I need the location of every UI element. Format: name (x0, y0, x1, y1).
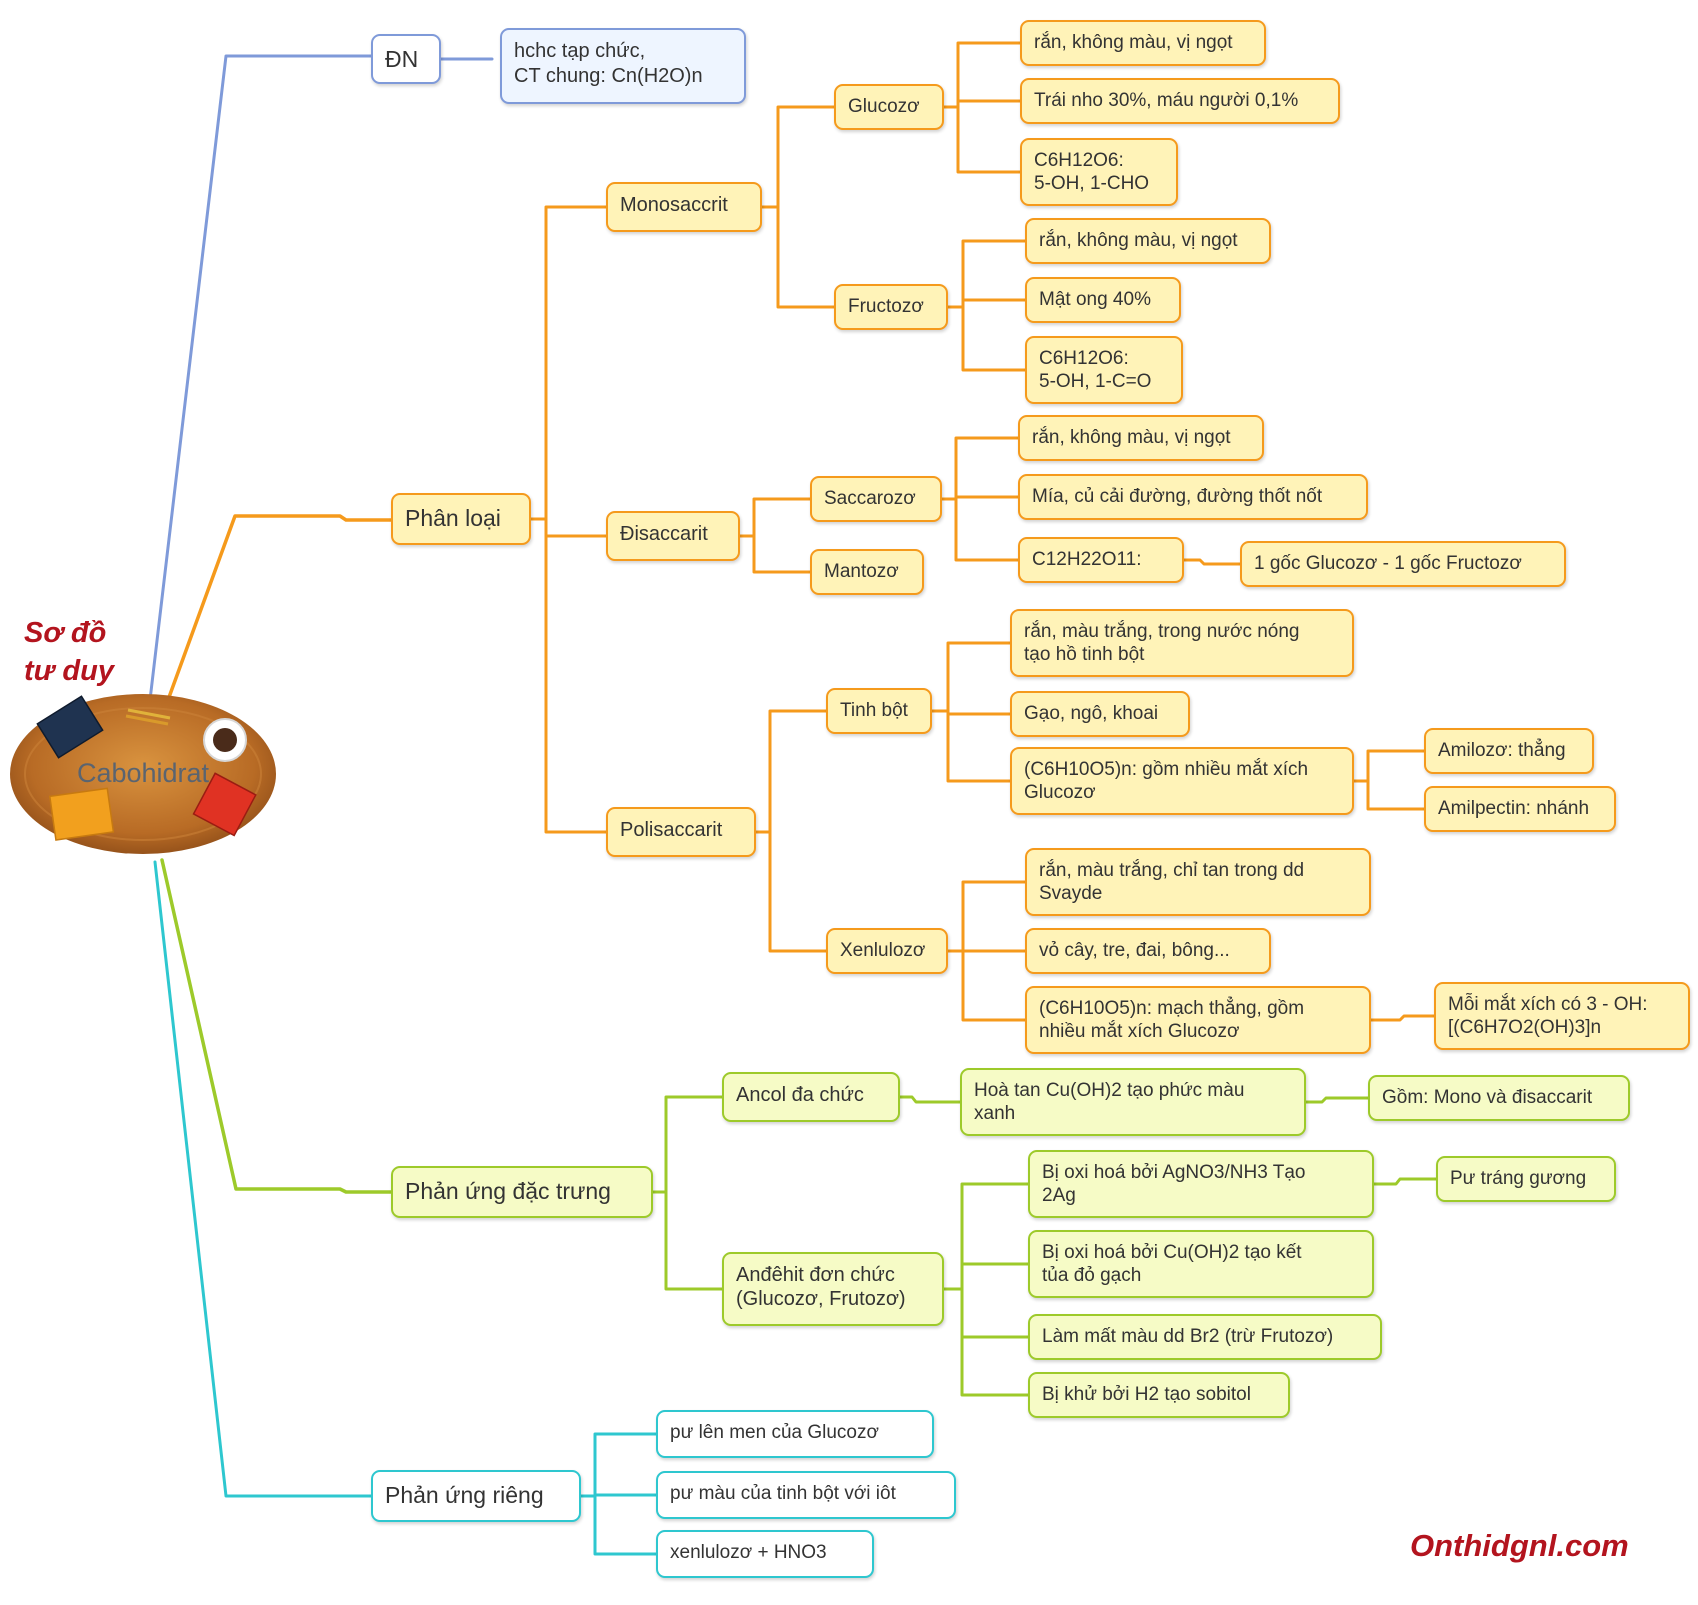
amilpectin-node[interactable]: Amilpectin: nhánh (1424, 786, 1616, 832)
tinh-bot-prop-physical[interactable]: rắn, màu trắng, trong nước nóng tạo hồ t… (1010, 609, 1354, 677)
link-gluc-0 (942, 41, 1022, 109)
glucozo-prop-source[interactable]: Trái nho 30%, máu người 0,1% (1020, 78, 1340, 124)
pencils-icon (125, 708, 171, 726)
monosaccrit-node[interactable]: Monosaccrit (606, 182, 762, 232)
book-icon-navy (36, 695, 104, 759)
saccarozo-formula-detail[interactable]: 1 gốc Glucozơ - 1 gốc Fructozơ (1240, 541, 1566, 587)
glucozo-node[interactable]: Glucozơ (834, 84, 944, 130)
link-definition (148, 54, 373, 702)
disaccarit-node[interactable]: Đisaccarit (606, 511, 740, 561)
coffee-cup-icon (203, 718, 247, 762)
tinh-bot-prop-formula[interactable]: (C6H10O5)n: gồm nhiều mắt xích Glucozơ (1010, 747, 1354, 815)
link-xenlu-2 (946, 949, 1027, 1022)
andehit-node[interactable]: Anđêhit đơn chức (Glucozơ, Frutozơ) (722, 1252, 944, 1326)
link-ancol-desc (898, 1095, 962, 1104)
link-andehit-1 (942, 1262, 1030, 1291)
link-react-1 (651, 1190, 724, 1291)
mindmap-title: Sơ đồ tư duy (24, 617, 114, 687)
xenlulozo-prop-source[interactable]: vỏ cây, tre, đai, bông... (1025, 928, 1271, 974)
andehit-note-node[interactable]: Pư tráng gương (1436, 1156, 1616, 1202)
link-classification (166, 514, 393, 702)
xenlulozo-prop-formula[interactable]: (C6H10O5)n: mạch thẳng, gồm nhiều mắt xí… (1025, 986, 1371, 1054)
definition-node[interactable]: ĐN (371, 34, 441, 84)
central-topic[interactable]: Cabohidrat (8, 692, 278, 856)
glucozo-prop-physical[interactable]: rắn, không màu, vị ngọt (1020, 20, 1266, 66)
link-gluc-2 (942, 105, 1022, 174)
definition-text-node[interactable]: hchc tạp chức, CT chung: Cn(H2O)n (500, 28, 746, 104)
link-special-items-2 (579, 1494, 658, 1556)
link-class-0 (529, 205, 608, 521)
link-tinhbot-2 (930, 709, 1012, 783)
link-mono-0 (760, 105, 836, 209)
andehit-prop-bromine[interactable]: Làm mất màu dd Br2 (trừ Frutozơ) (1028, 1314, 1382, 1360)
link-andehit-2 (942, 1287, 1030, 1339)
link-tinhbot-0 (930, 641, 1012, 713)
link-silver-note (1372, 1177, 1438, 1186)
link-xenlu-detail (1369, 1014, 1436, 1022)
tinh-bot-node[interactable]: Tinh bột (826, 688, 932, 734)
polisaccarit-node[interactable]: Polisaccarit (606, 807, 756, 857)
xenlulozo-detail-node[interactable]: Mỗi mắt xích có 3 - OH: [(C6H7O2(OH)3]n (1434, 982, 1690, 1050)
fructozo-prop-physical[interactable]: rắn, không màu, vị ngọt (1025, 218, 1271, 264)
link-special-items-0 (579, 1432, 658, 1498)
link-sacc-detail (1182, 558, 1242, 566)
ancol-node[interactable]: Ancol đa chức (722, 1072, 900, 1122)
fructozo-prop-source[interactable]: Mật ong 40% (1025, 277, 1181, 323)
link-sacc-2 (940, 497, 1020, 562)
andehit-prop-silver[interactable]: Bị oxi hoá bởi AgNO3/NH3 Tạo 2Ag (1028, 1150, 1374, 1218)
link-mono-1 (760, 205, 836, 309)
ancol-desc-node[interactable]: Hoà tan Cu(OH)2 tạo phức màu xanh (960, 1068, 1306, 1136)
link-poli-1 (754, 830, 828, 953)
special-reactions-node[interactable]: Phản ứng riêng (371, 1470, 581, 1522)
special-fermentation[interactable]: pư lên men của Glucozơ (656, 1410, 934, 1458)
mantozo-node[interactable]: Mantozơ (810, 549, 924, 595)
saccarozo-prop-source[interactable]: Mía, củ cải đường, đường thốt nốt (1018, 474, 1368, 520)
book-icon-red (192, 772, 257, 837)
link-reactions (160, 858, 393, 1194)
saccarozo-node[interactable]: Saccarozơ (810, 476, 942, 522)
xenlulozo-node[interactable]: Xenlulozơ (826, 928, 948, 974)
link-react-0 (651, 1095, 724, 1194)
link-di-1 (738, 534, 812, 574)
link-andehit-0 (942, 1182, 1030, 1291)
saccarozo-prop-formula[interactable]: C12H22O11: (1018, 537, 1184, 583)
link-amilo-0 (1352, 749, 1426, 783)
book-icon-orange (48, 787, 115, 841)
glucozo-prop-formula[interactable]: C6H12O6: 5-OH, 1-CHO (1020, 138, 1178, 206)
brand-watermark: Onthidgnl.com (1410, 1528, 1629, 1563)
link-di-0 (738, 497, 812, 538)
fructozo-prop-formula[interactable]: C6H12O6: 5-OH, 1-C=O (1025, 336, 1183, 404)
reactions-node[interactable]: Phản ứng đặc trưng (391, 1166, 653, 1218)
link-andehit-3 (942, 1287, 1030, 1397)
desk-illustration (10, 694, 276, 854)
link-class-1 (529, 517, 608, 538)
andehit-prop-copper[interactable]: Bị oxi hoá bởi Cu(OH)2 tạo kết tủa đỏ gạ… (1028, 1230, 1374, 1298)
link-xenlu-0 (946, 880, 1027, 953)
andehit-prop-hydrogen[interactable]: Bị khử bởi H2 tạo sobitol (1028, 1372, 1290, 1418)
link-amilo-1 (1352, 779, 1426, 811)
fructozo-node[interactable]: Fructozơ (834, 284, 948, 330)
amilozo-node[interactable]: Amilozơ: thẳng (1424, 728, 1594, 774)
saccarozo-prop-physical[interactable]: rắn, không màu, vị ngọt (1018, 415, 1264, 461)
link-class-2 (529, 517, 608, 834)
classification-node[interactable]: Phân loại (391, 493, 531, 545)
link-fruc-0 (946, 239, 1027, 309)
link-special (153, 860, 373, 1498)
link-sacc-0 (940, 436, 1020, 501)
special-cellulose-nitration[interactable]: xenlulozơ + HNO3 (656, 1530, 874, 1578)
xenlulozo-prop-physical[interactable]: rắn, màu trắng, chỉ tan trong dd Svayde (1025, 848, 1371, 916)
link-poli-0 (754, 709, 828, 834)
link-fruc-2 (946, 305, 1027, 372)
tinh-bot-prop-source[interactable]: Gạo, ngô, khoai (1010, 691, 1190, 737)
ancol-note-node[interactable]: Gồm: Mono và đisaccarit (1368, 1075, 1630, 1121)
special-starch-iodine[interactable]: pư màu của tinh bột với iôt (656, 1471, 956, 1519)
link-ancol-note (1304, 1096, 1370, 1104)
central-topic-label: Cabohidrat (76, 758, 210, 788)
